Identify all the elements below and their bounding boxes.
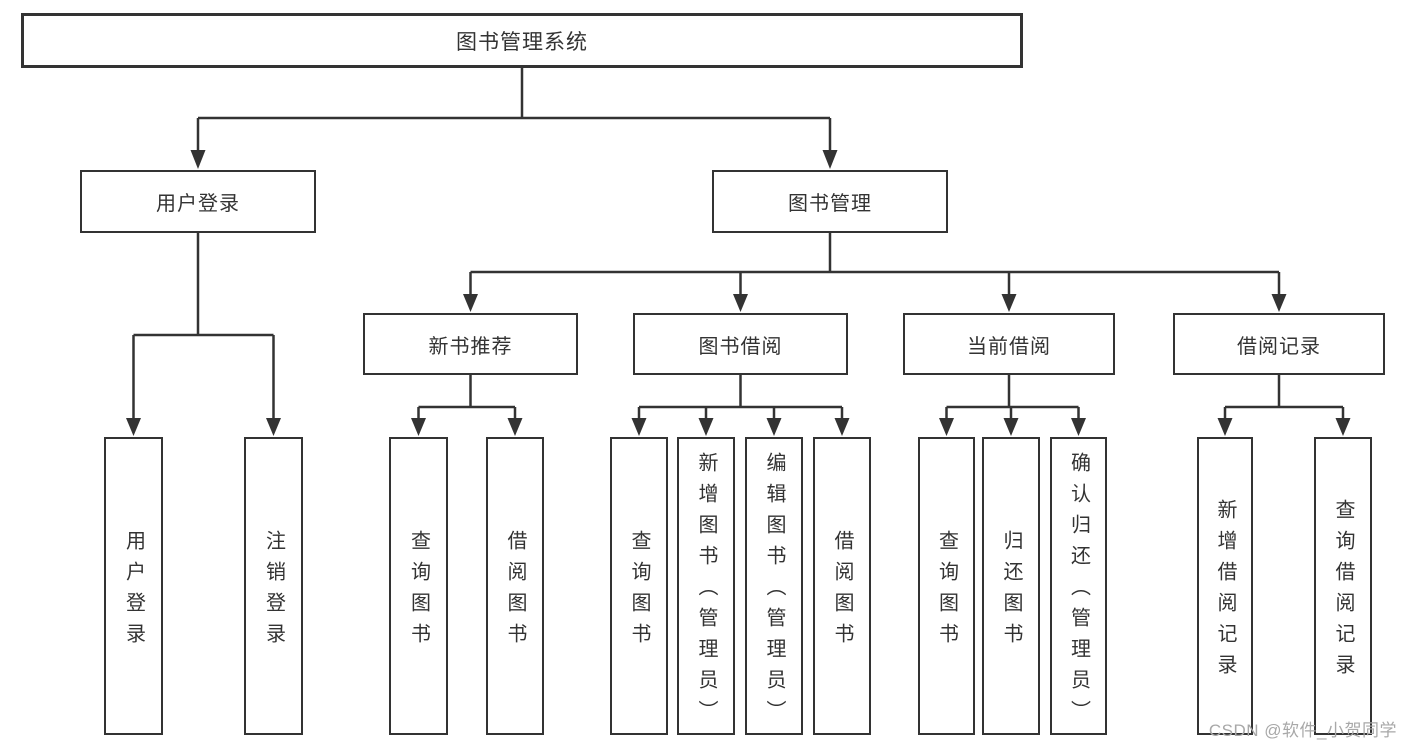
node-label: 查询借阅记录 — [1332, 498, 1354, 685]
leaf-query-books-recommend: 查询图书 — [389, 437, 448, 735]
leaf-user-login: 用户登录 — [104, 437, 163, 735]
leaf-return-books: 归还图书 — [982, 437, 1040, 735]
node-label: 图书借阅 — [698, 335, 783, 358]
leaf-query-borrow-record: 查询借阅记录 — [1314, 437, 1372, 735]
leaf-borrow-books: 借阅图书 — [813, 437, 871, 735]
node-label: 新书推荐 — [428, 335, 513, 358]
node-borrowing-records: 借阅记录 — [1173, 313, 1385, 375]
leaf-add-books-admin: 新增图书（管理员） — [677, 437, 735, 735]
node-book-management: 图书管理 — [712, 170, 948, 233]
node-label: 查询图书 — [407, 529, 430, 654]
node-label: 注销登录 — [262, 529, 285, 654]
leaf-edit-books-admin: 编辑图书（管理员） — [745, 437, 803, 735]
node-label: 借阅图书 — [504, 529, 526, 654]
node-label: 借阅图书 — [831, 529, 853, 654]
node-label: 查询图书 — [935, 529, 958, 654]
node-label: 用户登录 — [156, 193, 240, 215]
leaf-add-borrow-record: 新增借阅记录 — [1197, 437, 1253, 735]
leaf-logout: 注销登录 — [244, 437, 303, 735]
node-user-login: 用户登录 — [80, 170, 316, 233]
node-current-borrowing: 当前借阅 — [903, 313, 1115, 375]
node-label: 归还图书 — [1000, 529, 1022, 654]
node-book-borrowing: 图书借阅 — [633, 313, 848, 375]
node-new-book-recommend: 新书推荐 — [363, 313, 578, 375]
node-label: 图书管理 — [788, 193, 872, 215]
node-label: 当前借阅 — [967, 335, 1051, 358]
node-label: 图书管理系统 — [456, 30, 588, 54]
node-label: 查询图书 — [628, 529, 650, 654]
node-label: 确认归还（管理员） — [1067, 452, 1090, 731]
node-label: 新增图书（管理员） — [695, 452, 717, 731]
node-label: 借阅记录 — [1237, 335, 1321, 358]
node-label: 新增借阅记录 — [1214, 498, 1236, 685]
node-library-management-system: 图书管理系统 — [21, 13, 1023, 68]
node-label: 编辑图书（管理员） — [763, 452, 785, 731]
arrowheads — [126, 150, 1351, 436]
node-label: 用户登录 — [122, 529, 145, 654]
leaf-borrow-books-recommend: 借阅图书 — [486, 437, 544, 735]
csdn-watermark: CSDN @软件_小贺同学 — [1208, 721, 1397, 740]
leaf-query-books-current: 查询图书 — [918, 437, 975, 735]
leaf-query-books-borrowing: 查询图书 — [610, 437, 668, 735]
leaf-confirm-return-admin: 确认归还（管理员） — [1050, 437, 1107, 735]
